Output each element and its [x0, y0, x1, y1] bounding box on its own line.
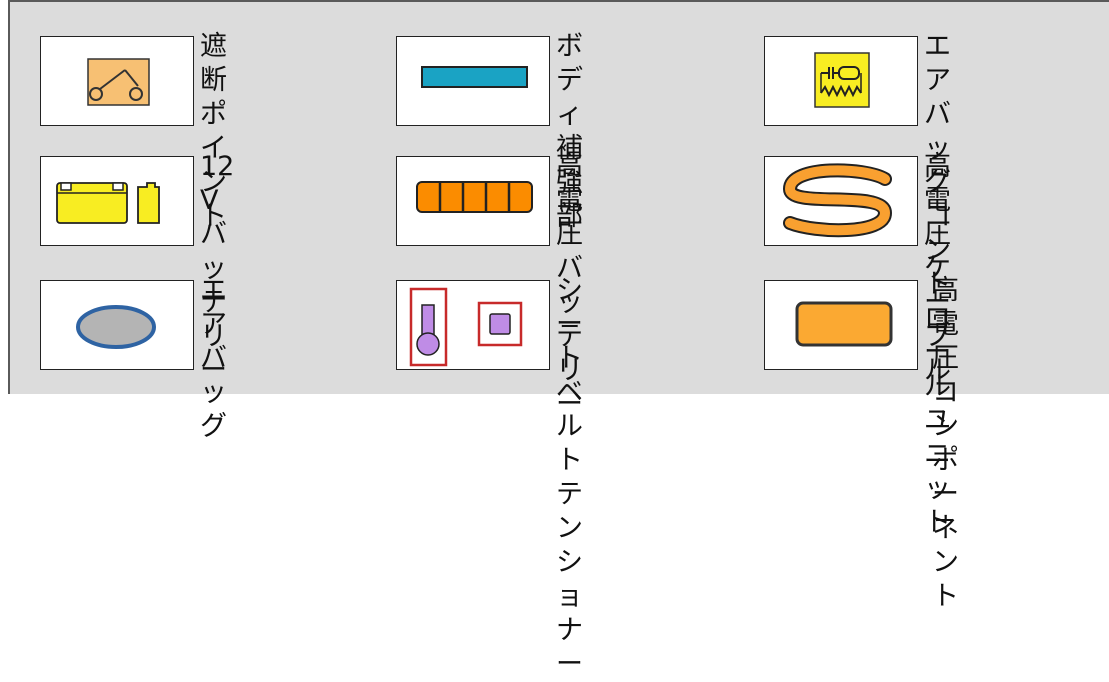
airbag-control-unit-icon — [764, 36, 918, 126]
cutoff-point-icon — [40, 36, 194, 126]
12v-battery-icon — [40, 156, 194, 246]
body-reinforcement-icon — [396, 36, 550, 126]
high-voltage-battery-icon — [396, 156, 550, 246]
legend-label-high-voltage-component: 高電圧コン ポーネント — [932, 275, 959, 612]
legend-label-seatbelt-tensioner: シートベルト テンショナー — [556, 275, 583, 680]
airbag-icon — [40, 280, 194, 370]
legend-label-high-voltage-cable: 高電圧ケー ブル — [924, 151, 951, 386]
legend-label-12v-battery: 12 V バッ テリー — [200, 151, 235, 386]
high-voltage-cable-icon — [764, 156, 918, 246]
legend-panel: 遮断ポイ ント ボディ補強部 エアバッグコ ントロールユ ニット — [8, 0, 1109, 680]
seatbelt-tensioner-icon — [396, 280, 550, 370]
high-voltage-component-icon — [764, 280, 918, 370]
legend-label-body-reinforcement: ボディ補強部 — [556, 31, 583, 232]
legend-label-cutoff-point: 遮断ポイ ント — [200, 31, 227, 232]
legend-label-airbag: エアバッ グ — [200, 275, 227, 442]
